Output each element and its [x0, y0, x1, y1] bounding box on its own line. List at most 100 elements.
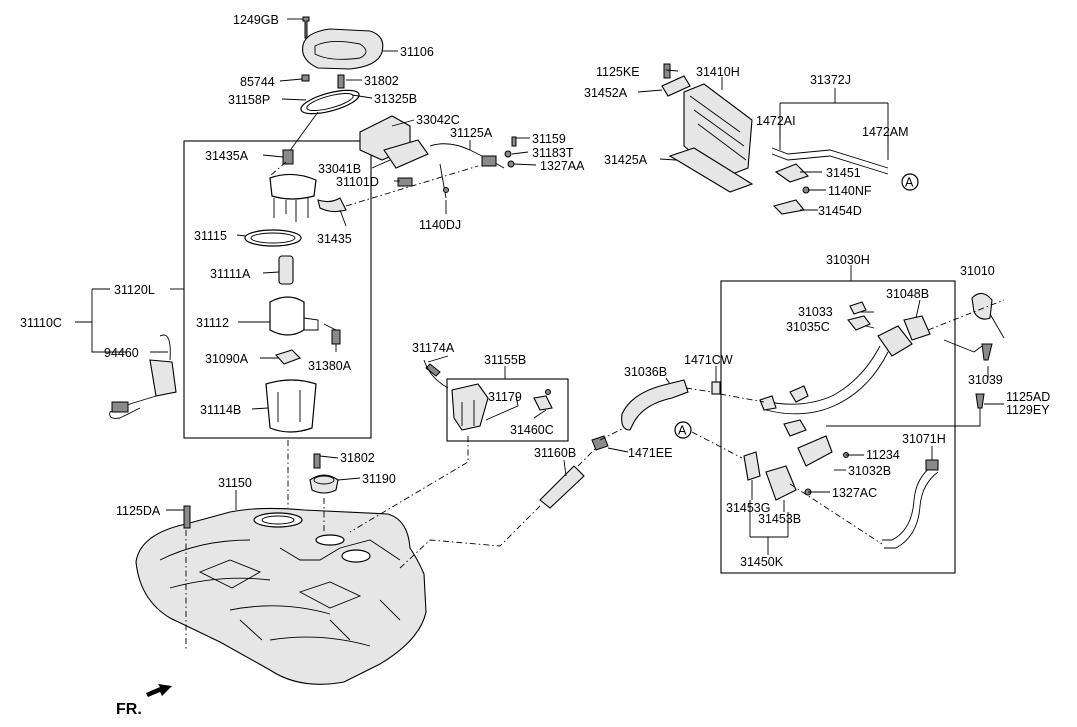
label-31036b: 31036B [624, 365, 667, 379]
label-31453g: 31453G [726, 501, 770, 515]
label-31035c: 31035C [786, 320, 830, 334]
module-33041b [383, 139, 429, 169]
label-1125da: 1125DA [116, 504, 161, 518]
label-1471cw: 1471CW [684, 353, 733, 367]
label-31802-bottom: 31802 [340, 451, 375, 465]
label-11234: 11234 [866, 448, 900, 462]
label-31112: 31112 [196, 316, 229, 330]
label-31190: 31190 [362, 472, 396, 486]
reservoir-31114b [265, 379, 317, 433]
callout-a-1 [901, 173, 919, 191]
clamp-1471ee [591, 435, 609, 451]
label-31106: 31106 [400, 45, 434, 59]
label-31450k: 31450K [740, 555, 784, 569]
regulator-31380a [331, 329, 341, 345]
label-1140dj: 1140DJ [419, 218, 461, 232]
label-31150: 31150 [218, 476, 252, 490]
bracket-31452a [661, 75, 691, 97]
label-31453b: 31453B [758, 512, 801, 526]
label-31410h: 31410H [696, 65, 740, 79]
label-1327aa: 1327AA [540, 159, 585, 173]
vent-tube-31160b [539, 465, 585, 509]
label-31120l: 31120L [114, 283, 155, 297]
label-31380a: 31380A [308, 359, 352, 373]
label-31032b: 31032B [848, 464, 891, 478]
label-31114b: 31114B [200, 403, 241, 417]
label-31159: 31159 [532, 132, 566, 146]
label-31183t: 31183T [532, 146, 574, 160]
label-fr: FR. [116, 701, 142, 718]
label-1472am: 1472AM [862, 125, 909, 139]
label-31110c: 31110C [20, 316, 62, 330]
connector-31435a [282, 149, 294, 165]
valve-31453g [743, 451, 761, 481]
label-31452a: 31452A [584, 86, 628, 100]
label-1125ad: 1125AD [1006, 390, 1050, 404]
label-1472ai: 1472AI [756, 114, 796, 128]
label-31030h: 31030H [826, 253, 870, 267]
label-1129ey: 1129EY [1006, 403, 1050, 417]
label-33042c: 33042C [416, 113, 460, 127]
label-31048b: 31048B [886, 287, 929, 301]
label-31451: 31451 [826, 166, 861, 180]
filler-neck-31030h [759, 345, 889, 415]
valve-31453b [765, 465, 797, 501]
label-31174a: 31174A [412, 341, 455, 355]
callout-a-1-text: A [905, 176, 914, 190]
fuel-pump-body [269, 173, 317, 200]
fuel-pump-motor-31111a [278, 255, 294, 285]
pump-cover-plate [302, 28, 384, 70]
callout-a-2-text: A [678, 424, 687, 438]
gasket-31048b [903, 315, 931, 341]
label-1471ee: 1471EE [628, 446, 672, 460]
label-31155b: 31155B [484, 353, 526, 367]
fuel-filter-31112 [269, 296, 305, 336]
neck-head [877, 325, 913, 357]
callout-a-2 [674, 421, 692, 439]
label-31101d: 31101D [336, 175, 379, 189]
label-1249gb: 1249GB [233, 13, 279, 27]
label-31454d: 31454D [818, 204, 862, 218]
label-31039: 31039 [968, 373, 1003, 387]
label-31460c: 31460C [510, 423, 554, 437]
label-31425a: 31425A [604, 153, 648, 167]
pump-assembly-box [183, 140, 372, 439]
label-1327ac: 1327AC [832, 486, 877, 500]
label-33041b: 33041B [318, 162, 361, 176]
label-31115: 31115 [194, 229, 227, 243]
label-31325b: 31325B [374, 92, 417, 106]
label-31179: 31179 [488, 390, 522, 404]
plate-31090a [275, 349, 301, 365]
nut-85744 [301, 74, 310, 82]
label-1140nf: 1140NF [828, 184, 872, 198]
bolt-1249gb [302, 16, 310, 39]
pump-seal-ring [300, 89, 360, 115]
hose-31451 [771, 147, 889, 175]
label-31010: 31010 [960, 264, 995, 278]
hose-31036b [621, 379, 689, 431]
label-31033: 31033 [798, 305, 833, 319]
front-direction-arrow [146, 684, 172, 697]
label-31160b: 31160B [534, 446, 576, 460]
gasket-31115 [244, 229, 302, 247]
label-85744: 85744 [240, 75, 275, 89]
label-31802-top: 31802 [364, 74, 399, 88]
fuel-cap-31010 [971, 292, 993, 320]
label-94460: 94460 [104, 346, 139, 360]
label-31090a: 31090A [205, 352, 249, 366]
filler-assembly-box [720, 280, 956, 574]
label-31372j: 31372J [810, 73, 851, 87]
label-1125ke: 1125KE [596, 65, 640, 79]
label-31435a: 31435A [205, 149, 249, 163]
label-31111a: 31111A [210, 267, 251, 281]
label-31435: 31435 [317, 232, 352, 246]
plate-31425a [668, 147, 754, 193]
label-31158p: 31158P [228, 93, 270, 107]
label-31125a: 31125A [450, 126, 493, 140]
sender-assembly-box [446, 378, 569, 442]
sender-31155b [451, 383, 489, 431]
clip-31802 [337, 74, 345, 89]
label-31071h: 31071H [902, 432, 946, 446]
fuel-tank-31150 [135, 507, 427, 685]
